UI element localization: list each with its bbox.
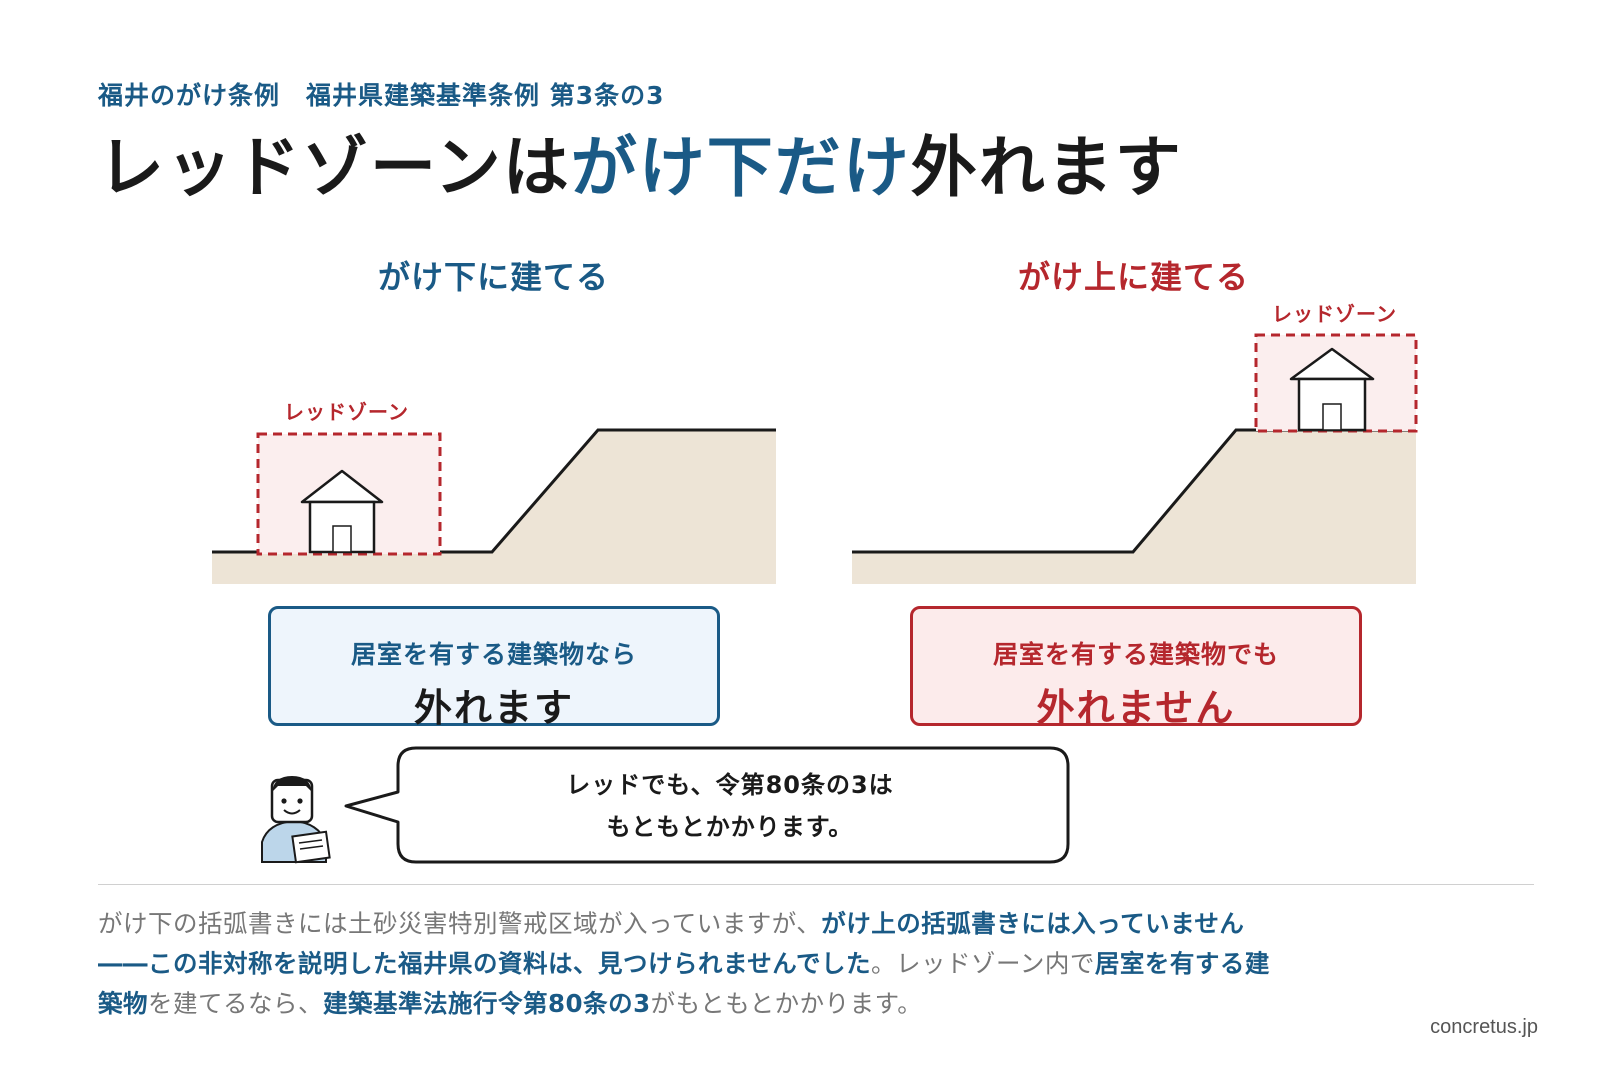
body-seg3: 。レッドゾーン内で (871, 949, 1095, 978)
person-icon (261, 776, 331, 864)
body-seg2: がけ上の括弧書きには入っていません――この非対称を説明した福井県の資料は、見つけ… (98, 909, 1245, 978)
document-icon (291, 830, 331, 864)
result-main-below: 外れます (413, 686, 574, 730)
result-sub-above: 居室を有する建築物でも (992, 640, 1279, 669)
divider (98, 884, 1534, 885)
speech-line2: もともとかかります。 (606, 813, 854, 841)
diagram-above (852, 333, 1418, 584)
body-seg4: 居室を有する建築物 (98, 949, 1270, 1018)
house-icon (300, 469, 384, 554)
result-box-below: 居室を有する建築物なら 外れます (268, 606, 720, 730)
headline-part2: 外れます (910, 129, 1183, 206)
result-sub-below: 居室を有する建築物なら (350, 640, 637, 669)
ground-above (852, 430, 1416, 584)
body-seg1: がけ下の括弧書きには土砂災害特別警戒区域が入っていますが、 (98, 909, 822, 938)
panel-title-below: がけ下に建てる (378, 258, 610, 296)
body-seg6: 建築基準法施行令第80条の3 (323, 989, 651, 1018)
speech-bubble (344, 746, 1070, 864)
zone-label-below: レッドゾーン (284, 400, 409, 424)
ground-below (212, 430, 776, 584)
result-main-above: 外れません (1036, 686, 1236, 730)
speech-text: レッドでも、令第80条の3は もともとかかります。 (390, 764, 1070, 848)
result-box-above: 居室を有する建築物でも 外れません (910, 606, 1362, 730)
headline-accent: がけ下だけ (570, 129, 911, 206)
credit: concretus.jp (1430, 1016, 1538, 1038)
speech-line1: レッドでも、令第80条の3は (566, 771, 894, 799)
diagram-below (212, 428, 776, 584)
headline: レッドゾーンはがけ下だけ外れます (98, 128, 1183, 207)
panel-title-above: がけ上に建てる (1018, 258, 1250, 296)
body-seg5: を建てるなら、 (148, 989, 323, 1018)
body-seg7: がもともとかかります。 (650, 989, 923, 1018)
headline-part1: レッドゾーンは (98, 129, 571, 206)
house-icon (1289, 347, 1375, 432)
eyebrow: 福井のがけ条例 福井県建築基準条例 第3条の3 (98, 81, 665, 110)
body-text: がけ下の括弧書きには土砂災害特別警戒区域が入っていますが、がけ上の括弧書きには入… (98, 904, 1288, 1024)
zone-label-above: レッドゾーン (1272, 302, 1397, 326)
